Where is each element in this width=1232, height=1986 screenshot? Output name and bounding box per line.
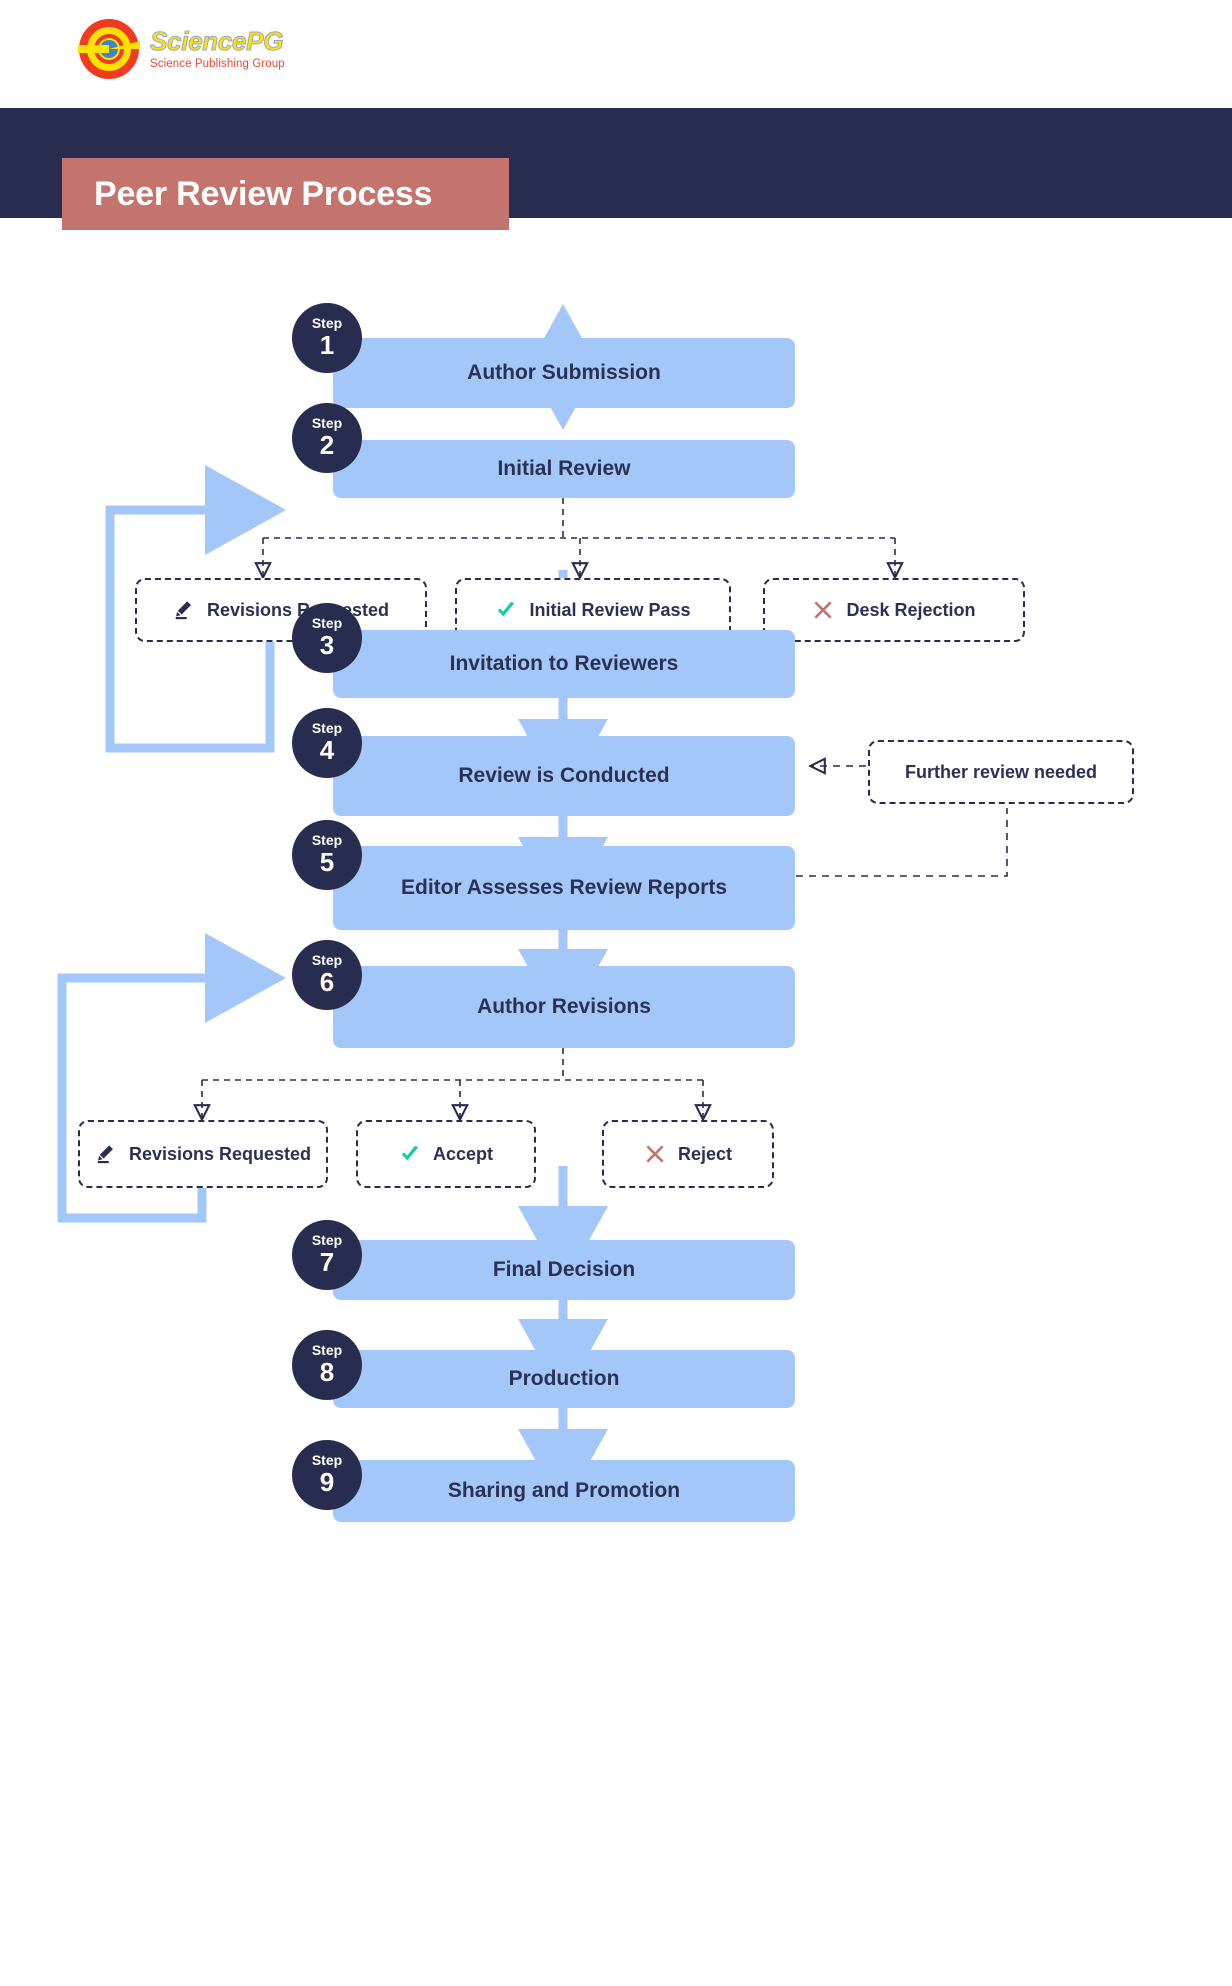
step-badge-label-6: Step (311, 952, 343, 969)
step-badge-number-4: 4 (319, 735, 335, 766)
page-title-text: Peer Review Process (94, 174, 433, 213)
process-node-8[interactable]: Production (333, 1350, 795, 1408)
step-badge-label-5: Step (311, 832, 343, 849)
step-badge-number-1: 1 (319, 330, 335, 361)
step-badge-2: Step 2 (292, 403, 362, 473)
step-badge-number-9: 9 (319, 1467, 335, 1498)
logo-bar: SciencePG Science Publishing Group (0, 0, 1232, 108)
cross-icon (646, 1145, 664, 1163)
process-node-label-8: Production (508, 1367, 620, 1390)
process-node-3[interactable]: Invitation to Reviewers (333, 630, 795, 698)
process-node-label-4: Review is Conducted (458, 764, 670, 787)
process-node-4[interactable]: Review is Conducted (333, 736, 795, 816)
decision-node-revisions-requested-2[interactable]: Revisions Requested (78, 1120, 328, 1188)
process-node-label-3: Invitation to Reviewers (449, 652, 679, 675)
step-badge-label-4: Step (311, 720, 343, 737)
step-badge-3: Step 3 (292, 603, 362, 673)
flowchart-canvas: Step 1 Author Submission Step 2 Initial … (0, 218, 1232, 1986)
side-note-label: Further review needed (904, 761, 1098, 782)
process-node-label-7: Final Decision (492, 1258, 636, 1281)
process-node-2[interactable]: Initial Review (333, 440, 795, 498)
check-icon (498, 601, 515, 617)
step-badge-number-7: 7 (319, 1247, 335, 1278)
decision-node-desk-rejection[interactable]: Desk Rejection (763, 578, 1025, 642)
step-badge-8: Step 8 (292, 1330, 362, 1400)
process-node-9[interactable]: Sharing and Promotion (333, 1460, 795, 1522)
process-node-label-5: Editor Assesses Review Reports (400, 876, 728, 899)
step-badge-label-8: Step (311, 1342, 343, 1359)
pencil-icon (97, 1145, 113, 1164)
step-badge-number-3: 3 (319, 630, 335, 661)
process-node-label-1: Author Submission (467, 361, 661, 384)
check-icon (401, 1145, 419, 1161)
page-title: Peer Review Process (62, 158, 509, 230)
sciencepg-circular-logo-icon (78, 18, 140, 80)
decision-label-accept: Accept (432, 1143, 494, 1164)
step-badge-label-1: Step (311, 315, 343, 332)
step-badge-9: Step 9 (292, 1440, 362, 1510)
step-badge-label-7: Step (311, 1232, 343, 1249)
process-node-label-2: Initial Review (497, 457, 631, 480)
process-node-5[interactable]: Editor Assesses Review Reports (333, 846, 795, 930)
step-badge-1: Step 1 (292, 303, 362, 373)
pencil-icon (175, 601, 191, 620)
process-node-7[interactable]: Final Decision (333, 1240, 795, 1300)
step-badge-number-5: 5 (319, 847, 335, 878)
step-badge-label-2: Step (311, 415, 343, 432)
step-badge-label-3: Step (311, 615, 343, 632)
step-badge-number-6: 6 (319, 967, 335, 998)
process-node-label-6: Author Revisions (477, 995, 651, 1018)
step-badge-6: Step 6 (292, 940, 362, 1010)
decision-label-revisions-requested-2: Revisions Requested (128, 1143, 312, 1164)
cross-icon (814, 601, 833, 619)
decision-label-desk-rejection: Desk Rejection (846, 599, 976, 620)
step-badge-number-2: 2 (319, 430, 335, 461)
step-badge-label-9: Step (311, 1452, 343, 1469)
decision-node-accept[interactable]: Accept (356, 1120, 536, 1188)
step-badge-7: Step 7 (292, 1220, 362, 1290)
process-node-1[interactable]: Author Submission (333, 338, 795, 408)
step-badge-4: Step 4 (292, 708, 362, 778)
process-node-6[interactable]: Author Revisions (333, 966, 795, 1048)
brand-tagline: Science Publishing Group (150, 57, 285, 70)
decision-node-reject[interactable]: Reject (602, 1120, 774, 1188)
brand-name: SciencePG (150, 25, 284, 56)
step-badge-number-8: 8 (319, 1357, 335, 1388)
step-badge-5: Step 5 (292, 820, 362, 890)
decision-label-initial-review-pass: Initial Review Pass (529, 599, 691, 620)
brand-logo[interactable]: SciencePG Science Publishing Group (78, 18, 285, 80)
side-note-further-review[interactable]: Further review needed (868, 740, 1134, 804)
process-node-label-9: Sharing and Promotion (447, 1479, 681, 1502)
decision-label-reject: Reject (677, 1143, 733, 1164)
